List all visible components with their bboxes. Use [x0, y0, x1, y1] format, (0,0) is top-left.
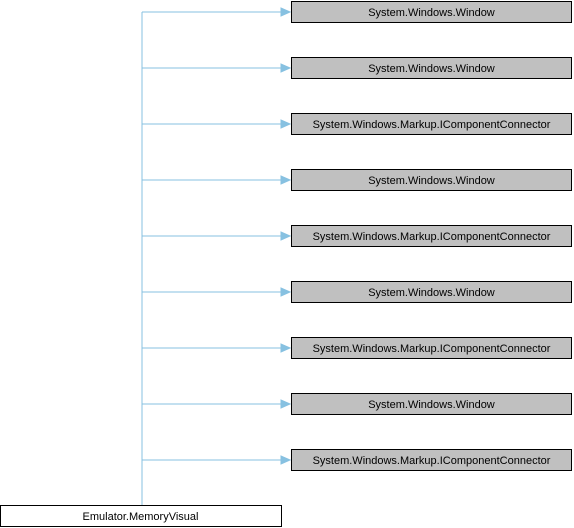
arrow-head — [280, 175, 292, 185]
base-class-label: System.Windows.Window — [368, 63, 495, 75]
base-class-node[interactable]: System.Windows.Markup.IComponentConnecto… — [291, 449, 572, 471]
base-class-node[interactable]: System.Windows.Markup.IComponentConnecto… — [291, 113, 572, 135]
base-class-box — [291, 113, 572, 135]
base-class-box — [291, 225, 572, 247]
base-class-label: System.Windows.Window — [368, 287, 495, 299]
derived-class-node[interactable]: Emulator.MemoryVisual — [0, 505, 282, 527]
arrow-head — [280, 399, 292, 409]
inheritance-edges — [141, 7, 292, 505]
arrow-head — [280, 7, 292, 17]
base-class-box — [291, 169, 572, 191]
base-class-label: System.Windows.Markup.IComponentConnecto… — [313, 343, 551, 355]
base-class-label: System.Windows.Window — [368, 7, 495, 19]
base-class-node[interactable]: System.Windows.Markup.IComponentConnecto… — [291, 225, 572, 247]
base-class-node[interactable]: System.Windows.Window — [291, 169, 572, 191]
arrow-head — [280, 343, 292, 353]
base-class-box — [291, 1, 572, 23]
derived-class-box — [0, 505, 282, 527]
base-class-label: System.Windows.Markup.IComponentConnecto… — [313, 119, 551, 131]
base-class-label: System.Windows.Markup.IComponentConnecto… — [313, 455, 551, 467]
base-class-label: System.Windows.Markup.IComponentConnecto… — [313, 231, 551, 243]
arrow-head — [280, 455, 292, 465]
base-class-label: System.Windows.Window — [368, 399, 495, 411]
base-class-box — [291, 337, 572, 359]
base-class-box — [291, 57, 572, 79]
base-class-box — [291, 449, 572, 471]
arrow-head — [280, 231, 292, 241]
base-class-box — [291, 393, 572, 415]
arrow-head — [280, 287, 292, 297]
base-class-node[interactable]: System.Windows.Window — [291, 1, 572, 23]
base-class-node[interactable]: System.Windows.Window — [291, 57, 572, 79]
base-class-box — [291, 281, 572, 303]
base-class-node[interactable]: System.Windows.Window — [291, 393, 572, 415]
base-class-node[interactable]: System.Windows.Window — [291, 281, 572, 303]
arrow-head — [280, 63, 292, 73]
derived-class-label: Emulator.MemoryVisual — [83, 511, 199, 523]
base-class-node[interactable]: System.Windows.Markup.IComponentConnecto… — [291, 337, 572, 359]
arrow-head — [280, 119, 292, 129]
base-class-label: System.Windows.Window — [368, 175, 495, 187]
